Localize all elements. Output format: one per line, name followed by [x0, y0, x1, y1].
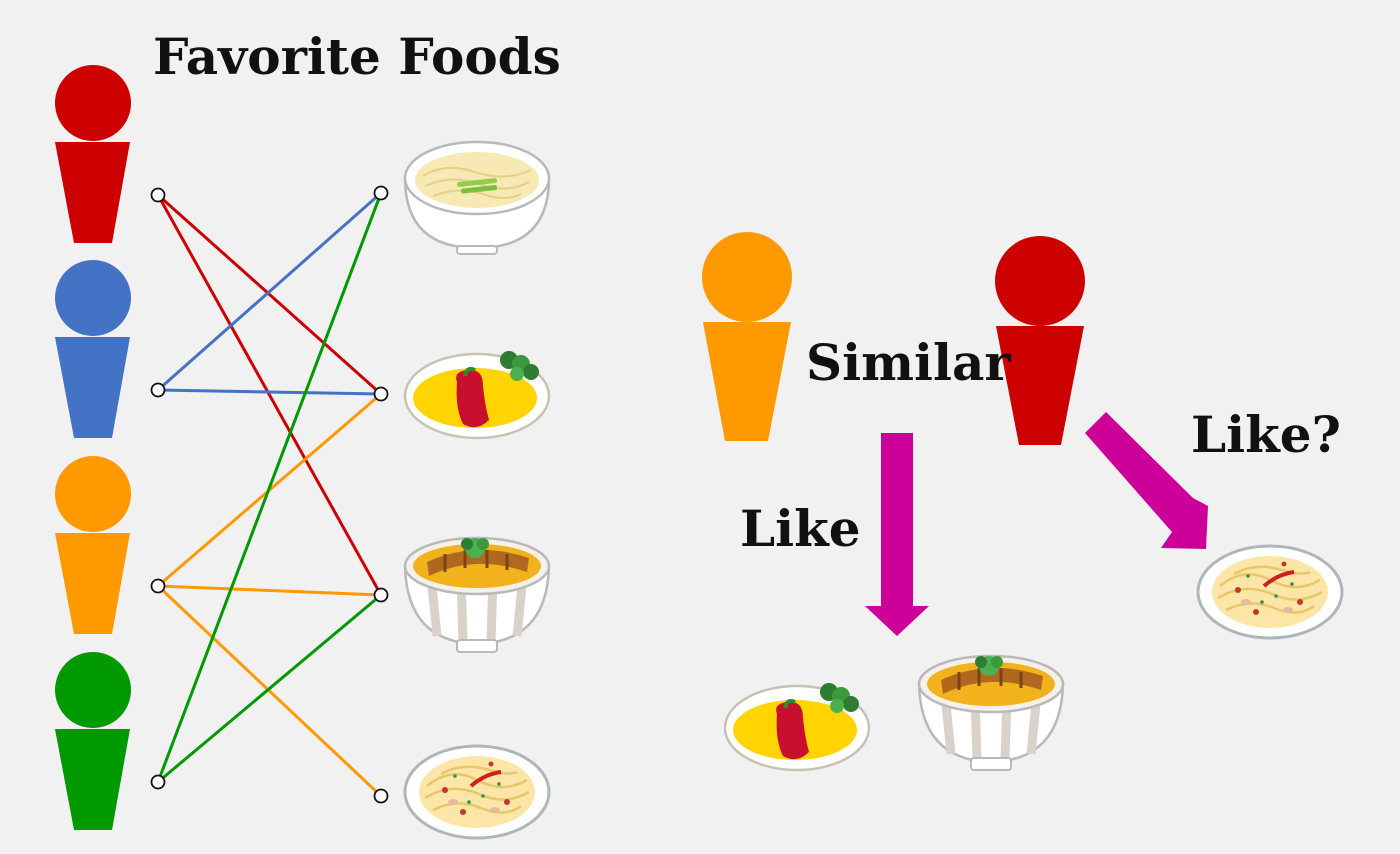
down-arrow: [865, 433, 929, 636]
green-person: [55, 652, 131, 830]
person-head: [55, 260, 131, 336]
foods-column: [403, 140, 551, 840]
food-node: [373, 587, 389, 603]
person-head: [995, 236, 1085, 326]
like-link-red-omurice: [157, 193, 382, 396]
person-node: [150, 187, 166, 203]
orange-person-figure: [702, 232, 792, 441]
omurice-image: [403, 349, 551, 440]
like-link-red-katsudon: [156, 194, 383, 596]
orange-person: [55, 456, 131, 634]
red-person: [55, 65, 131, 243]
food-node: [373, 788, 389, 804]
person-head: [702, 232, 792, 322]
person-body: [55, 337, 130, 438]
diagonal-arrow: [1085, 412, 1208, 549]
like-link-green-katsudon: [157, 593, 382, 784]
person-head: [55, 652, 131, 728]
connection-nodes: [150, 185, 389, 804]
person-head: [55, 65, 131, 141]
person-body: [55, 142, 130, 243]
recommended-katsudon-image: [919, 656, 1063, 770]
person-body: [55, 533, 130, 634]
person-node: [150, 578, 166, 594]
person-body: [996, 326, 1084, 445]
food-node: [373, 185, 389, 201]
person-body: [55, 729, 130, 830]
person-body: [703, 322, 791, 441]
similar-label: Similar: [806, 333, 1011, 392]
pasta-image: [403, 744, 551, 840]
red-person-figure: [995, 236, 1085, 445]
ramen-image: [403, 140, 551, 256]
people-column: [55, 65, 131, 830]
like-link-blue-omurice: [157, 388, 382, 396]
like-link-green-ramen: [156, 192, 383, 783]
person-head: [55, 456, 131, 532]
food-node: [373, 386, 389, 402]
like-link-orange-katsudon: [157, 584, 382, 597]
recommended-omurice-image: [723, 681, 871, 772]
blue-person: [55, 260, 131, 438]
diagram-title: Favorite Foods: [153, 27, 561, 86]
suggested-pasta-image: [1196, 544, 1344, 640]
like-connections: [156, 191, 383, 798]
like-question-label: Like?: [1191, 405, 1341, 464]
person-node: [150, 774, 166, 790]
like-link-orange-pasta: [156, 584, 383, 798]
like-label: Like: [740, 499, 861, 558]
katsudon-image: [405, 538, 549, 652]
person-node: [150, 382, 166, 398]
like-link-blue-ramen: [157, 191, 382, 392]
